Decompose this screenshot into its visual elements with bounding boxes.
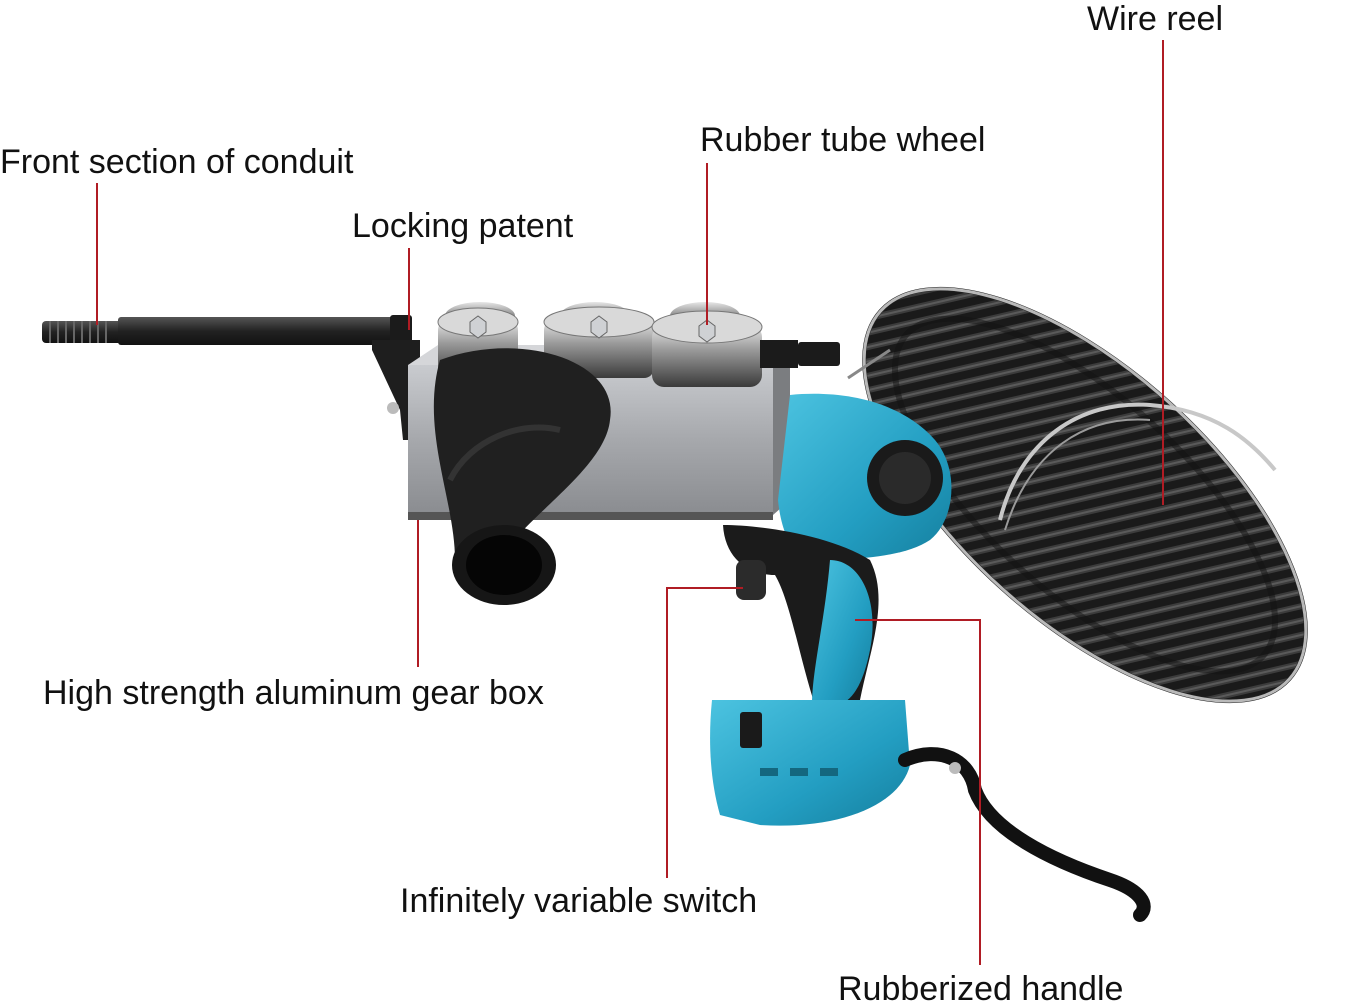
label-variable-switch: Infinitely variable switch [400,882,758,920]
label-locking-patent: Locking patent [352,207,574,245]
label-rubber-tube-wheel: Rubber tube wheel [700,121,986,159]
leader-rubberized-handle [855,619,981,965]
leader-variable-switch [666,587,743,878]
label-rubberized-handle: Rubberized handle [838,970,1124,1008]
rubber-tube-wheels [437,302,840,387]
conduit-rod [42,315,412,349]
wrist-strap [898,747,1151,922]
leader-lines [96,40,1164,965]
label-gear-box: High strength aluminum gear box [43,674,544,712]
drill-body [710,393,952,826]
label-wire-reel: Wire reel [1087,0,1224,38]
label-front-section-of-conduit: Front section of conduit [0,143,354,181]
side-handle [433,348,611,605]
wire-reel [847,286,1308,704]
